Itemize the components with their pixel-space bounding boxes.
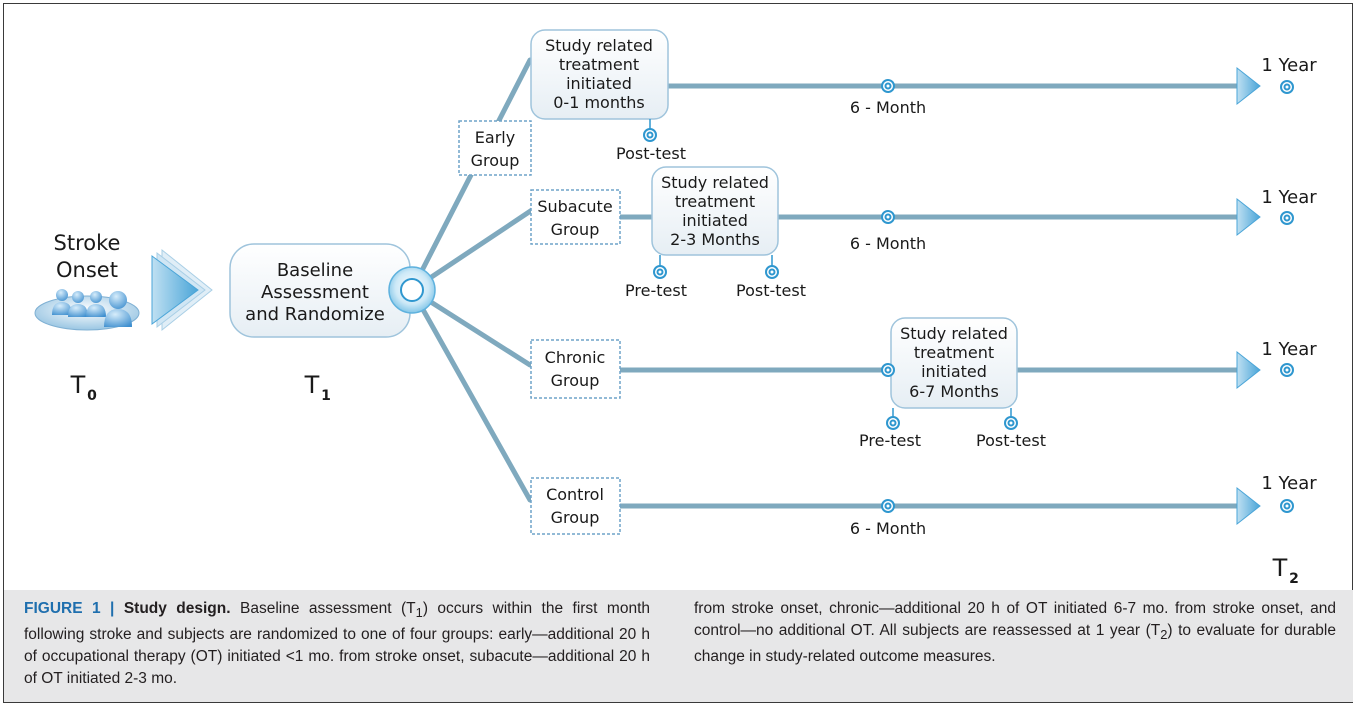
post-test-label-subacute: Post-test (736, 281, 806, 300)
caption-figure-label: FIGURE 1 | (24, 600, 115, 617)
svg-text:Group: Group (551, 508, 600, 527)
svg-text:T: T (304, 371, 320, 399)
one-year-label-chronic: 1 Year (1261, 339, 1317, 360)
svg-text:Subacute: Subacute (537, 197, 612, 216)
pre-test-marker-chronic-icon (886, 416, 900, 430)
pre-test-label-subacute: Pre-test (625, 281, 687, 300)
one-year-marker-early-icon (1280, 80, 1294, 94)
treatment-box-subacute: Study related treatment initiated 2-3 Mo… (651, 166, 779, 256)
caption-title: Study design. (123, 600, 231, 617)
study-design-diagram: Stroke Onset T 0 Baseline Assessm (34, 29, 1317, 587)
six-month-marker-subacute-icon (881, 210, 895, 224)
caption-right-subscript: 2 (1160, 627, 1168, 643)
one-year-marker-chronic-icon (1280, 363, 1294, 377)
caption-left-text-2: ) occurs within the first month followin… (24, 600, 650, 688)
milestone-markers (643, 79, 1294, 513)
baseline-box: Baseline Assessment and Randomize (229, 243, 411, 338)
figure-frame (3, 3, 1353, 703)
group-box-early: Early Group (458, 120, 532, 176)
svg-text:initiated: initiated (682, 211, 748, 230)
t2-time-label: T 2 (1272, 554, 1299, 587)
caption-right-text-2: ) to evaluate for durable change in stud… (694, 622, 1336, 666)
pre-test-label-chronic: Pre-test (859, 431, 921, 450)
svg-text:initiated: initiated (921, 362, 987, 381)
svg-text:2: 2 (1289, 571, 1299, 587)
svg-text:T: T (1272, 554, 1288, 582)
one-year-marker-control-icon (1280, 499, 1294, 513)
caption-left-subscript: 1 (415, 605, 423, 621)
t0-time-label: T 0 (70, 371, 97, 404)
svg-text:1: 1 (321, 388, 331, 404)
one-year-label-control: 1 Year (1261, 473, 1317, 494)
svg-text:Chronic: Chronic (545, 348, 606, 367)
six-month-label-early: 6 - Month (850, 98, 926, 117)
post-test-marker-subacute-icon (765, 265, 779, 279)
end-arrow-2-icon (1236, 197, 1261, 237)
svg-text:0: 0 (87, 388, 97, 404)
group-box-chronic: Chronic Group (530, 339, 621, 399)
baseline-label-1: Baseline (277, 260, 353, 281)
post-test-marker-chronic-icon (1004, 416, 1018, 430)
caption-left-text-1: Baseline assessment (T (240, 600, 416, 617)
svg-text:treatment: treatment (559, 55, 639, 74)
end-arrow-1-icon (1236, 66, 1261, 106)
timelines (530, 57, 1240, 509)
pre-test-marker-subacute-icon (653, 265, 667, 279)
six-month-marker-early-icon (881, 79, 895, 93)
svg-text:Study related: Study related (545, 36, 653, 55)
six-month-label-control: 6 - Month (850, 519, 926, 538)
caption-right-text-1: from stroke onset, chronic—additional 20… (694, 600, 1336, 639)
caption-left-column: FIGURE 1 | Study design. Baseline assess… (24, 598, 650, 690)
svg-text:0-1 months: 0-1 months (553, 93, 644, 112)
one-year-marker-subacute-icon (1280, 211, 1294, 225)
six-month-marker-control-icon (881, 499, 895, 513)
caption-background (4, 590, 1353, 702)
svg-text:Group: Group (471, 151, 520, 170)
baseline-label-3: and Randomize (245, 304, 385, 325)
svg-text:treatment: treatment (675, 192, 755, 211)
stroke-onset-label-1: Stroke (54, 231, 121, 255)
svg-text:Group: Group (551, 220, 600, 239)
one-year-label-early: 1 Year (1261, 55, 1317, 76)
treatment-box-chronic: Study related treatment initiated 6-7 Mo… (890, 317, 1018, 409)
svg-text:Control: Control (546, 485, 604, 504)
t1-time-label: T 1 (304, 371, 331, 404)
baseline-label-2: Assessment (261, 282, 369, 303)
svg-text:Study related: Study related (661, 173, 769, 192)
stroke-onset-people-icon (34, 289, 140, 331)
post-test-marker-early-icon (643, 128, 657, 142)
chronic-start-marker-icon (881, 363, 895, 377)
caption-right-column: from stroke onset, chronic—additional 20… (694, 598, 1336, 668)
post-test-label-chronic: Post-test (976, 431, 1046, 450)
stroke-onset-label-2: Onset (56, 258, 118, 282)
end-arrowheads (1236, 66, 1261, 526)
group-box-subacute: Subacute Group (530, 189, 621, 245)
svg-text:Group: Group (551, 371, 600, 390)
end-arrow-4-icon (1236, 486, 1261, 526)
svg-text:initiated: initiated (566, 74, 632, 93)
svg-text:Early: Early (475, 128, 515, 147)
svg-text:treatment: treatment (914, 343, 994, 362)
svg-text:Study related: Study related (900, 324, 1008, 343)
svg-text:2-3 Months: 2-3 Months (670, 230, 760, 249)
treatment-box-early: Study related treatment initiated 0-1 mo… (530, 29, 669, 120)
one-year-label-subacute: 1 Year (1261, 187, 1317, 208)
group-box-control: Control Group (530, 477, 621, 535)
onset-to-baseline-arrow-icon (151, 248, 213, 332)
post-test-label-early: Post-test (616, 144, 686, 163)
svg-text:6-7 Months: 6-7 Months (909, 382, 999, 401)
end-arrow-3-icon (1236, 350, 1261, 390)
svg-text:T: T (70, 371, 86, 399)
randomize-hub-icon (388, 266, 436, 314)
six-month-label-subacute: 6 - Month (850, 234, 926, 253)
